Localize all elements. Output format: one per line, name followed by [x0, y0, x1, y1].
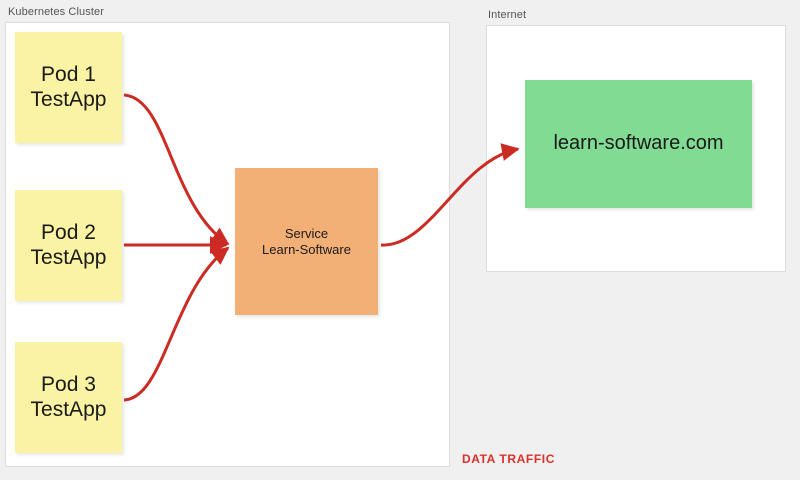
- website-label: learn-software.com: [553, 132, 724, 155]
- service-name: Learn-Software: [262, 241, 351, 257]
- cluster-group-label: Kubernetes Cluster: [8, 6, 104, 18]
- pod-1-app: TestApp: [30, 87, 107, 111]
- pod-3-name: Pod 3: [41, 372, 96, 396]
- pod-3-node[interactable]: Pod 3 TestApp: [15, 342, 122, 453]
- pod-1-name: Pod 1: [41, 62, 96, 86]
- pod-1-node[interactable]: Pod 1 TestApp: [15, 32, 122, 143]
- internet-group-label: Internet: [488, 9, 527, 21]
- pod-2-name: Pod 2: [41, 220, 96, 244]
- data-traffic-legend: DATA TRAFFIC: [462, 452, 555, 466]
- pod-3-app: TestApp: [30, 397, 107, 421]
- service-kind: Service: [284, 226, 329, 242]
- pod-2-node[interactable]: Pod 2 TestApp: [15, 190, 122, 301]
- service-node[interactable]: Service Learn-Software: [235, 168, 378, 315]
- pod-2-app: TestApp: [30, 245, 107, 269]
- website-node[interactable]: learn-software.com: [525, 80, 752, 208]
